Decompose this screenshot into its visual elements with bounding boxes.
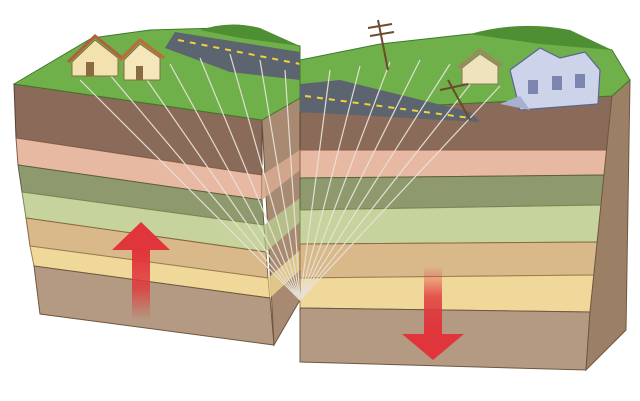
- down-arrow-icon: [402, 266, 464, 360]
- up-arrow-icon: [112, 222, 170, 320]
- utility-pole-icon: [439, 79, 471, 121]
- left-road: [165, 32, 300, 80]
- right-front-layers: [299, 95, 613, 371]
- house-icon: [457, 48, 503, 85]
- fault-lines: [79, 53, 501, 301]
- utility-pole-icon: [367, 19, 395, 71]
- right-road: [300, 80, 480, 122]
- house-icon: [118, 38, 165, 81]
- ruined-building-icon: [500, 47, 601, 111]
- house-icon: [66, 33, 123, 77]
